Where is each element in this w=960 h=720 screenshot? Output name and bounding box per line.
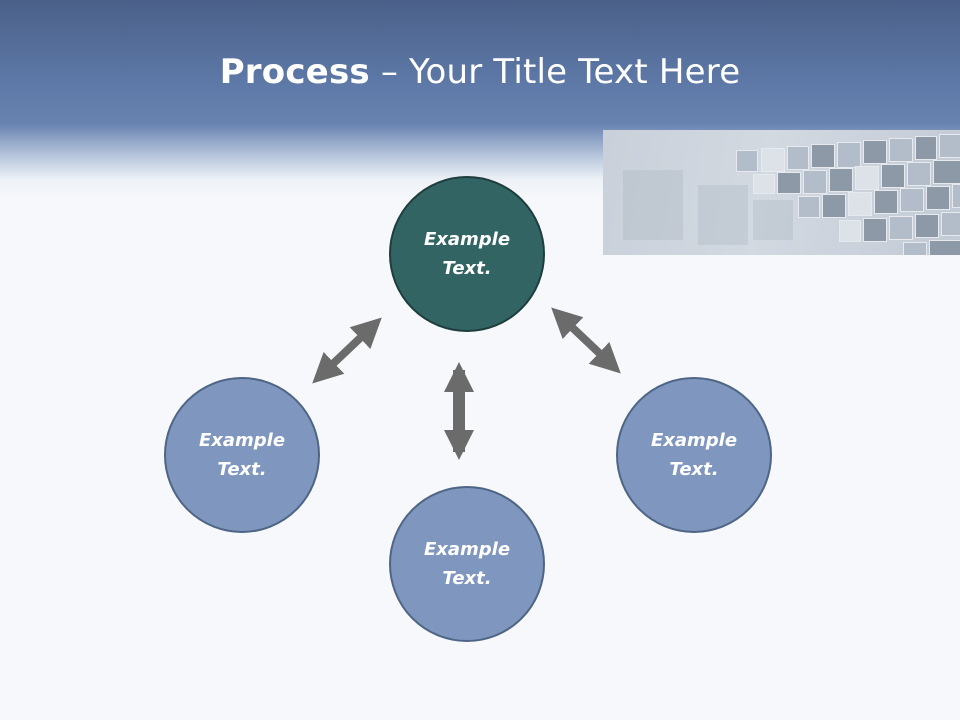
photo-collage xyxy=(603,130,960,255)
process-node-bottom: Example Text. xyxy=(389,486,545,642)
arrow-left-top xyxy=(312,317,382,384)
process-node-top: Example Text. xyxy=(389,176,545,332)
title-rest: – Your Title Text Here xyxy=(369,52,741,92)
node-right-label: Example Text. xyxy=(650,430,738,480)
arrow-right-top xyxy=(551,307,621,374)
process-node-right: Example Text. xyxy=(616,377,772,533)
node-bottom-label: Example Text. xyxy=(423,539,511,589)
node-top-label: Example Text. xyxy=(423,229,511,279)
title-bold: Process xyxy=(219,52,370,92)
process-node-left: Example Text. xyxy=(164,377,320,533)
node-left-label: Example Text. xyxy=(198,430,286,480)
slide-title: Process – Your Title Text Here xyxy=(0,52,960,92)
